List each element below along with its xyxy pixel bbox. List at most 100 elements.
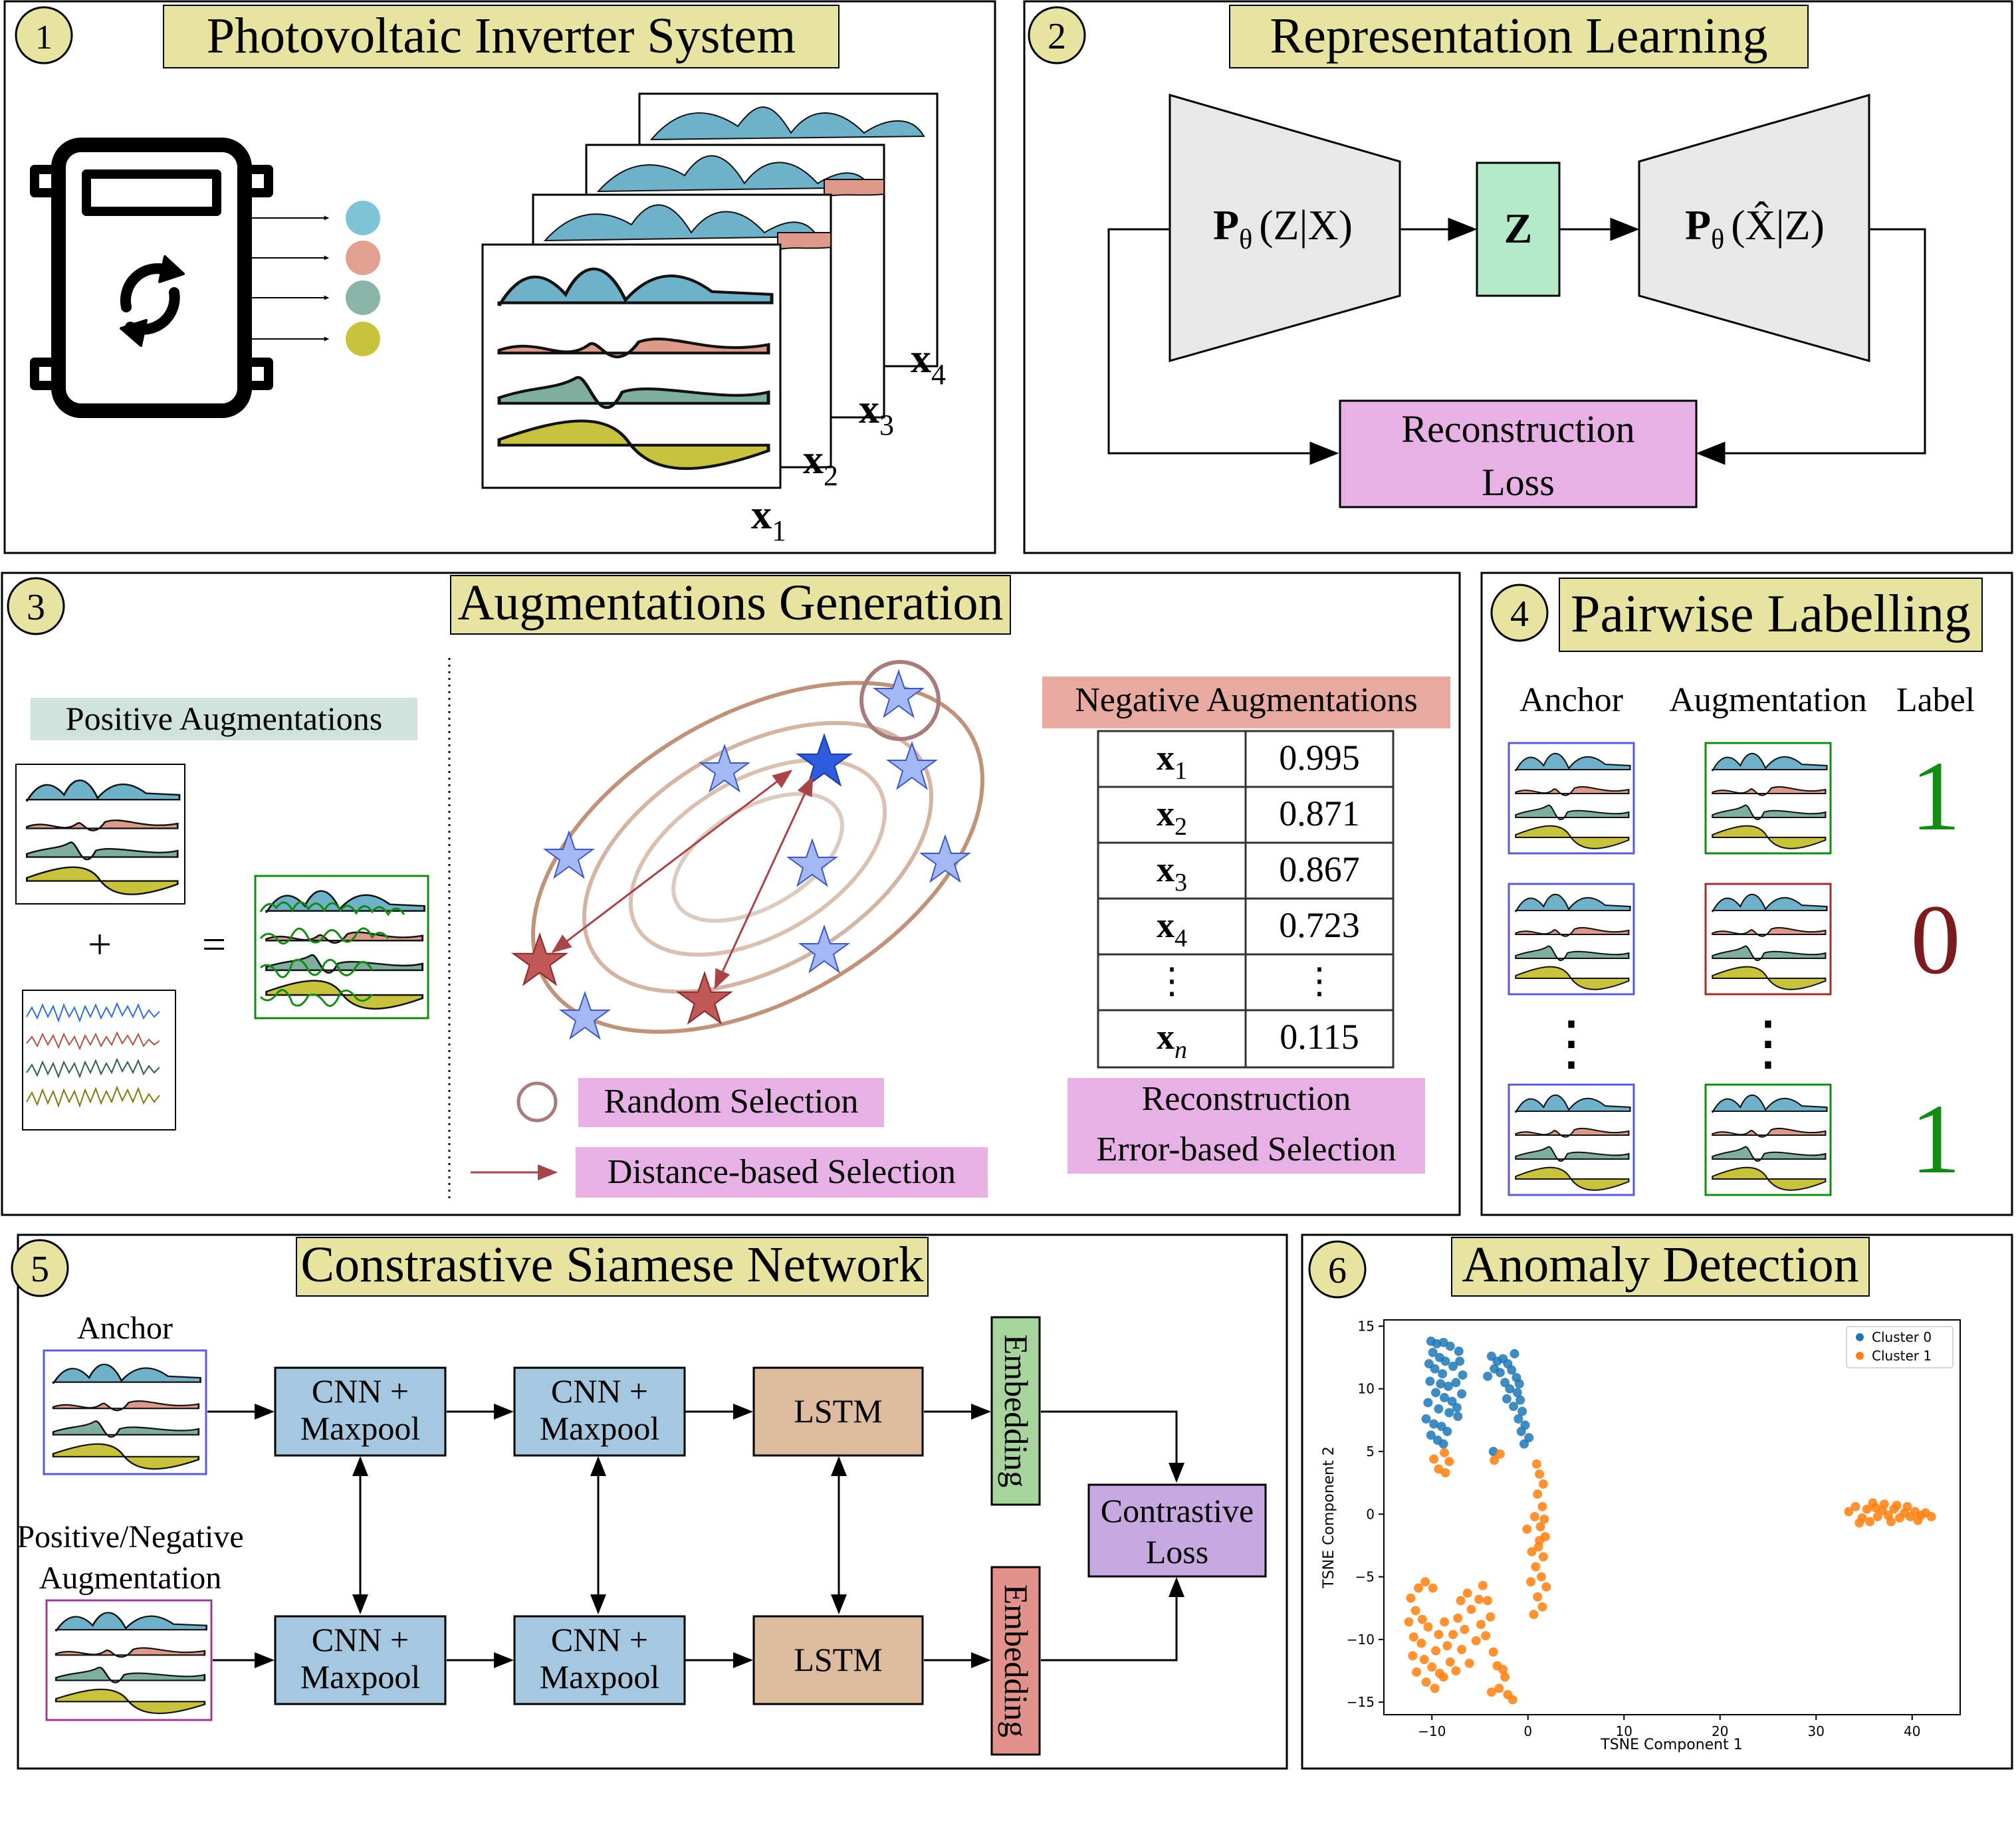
scatter-point-cluster-1: [1457, 1644, 1467, 1654]
table-row-value: 0.867: [1279, 849, 1360, 889]
col-label: Label: [1896, 681, 1975, 719]
scatter-point-cluster-0: [1430, 1364, 1440, 1374]
scatter-point-cluster-1: [1440, 1617, 1450, 1627]
scatter-point-cluster-0: [1509, 1402, 1519, 1412]
x4-label: x4: [911, 336, 946, 391]
x-tick-label: 0: [1523, 1723, 1532, 1739]
scatter-point-cluster-1: [1421, 1677, 1431, 1687]
aug-label-line1: Positive/Negative: [17, 1519, 243, 1555]
panel-4-title: Pairwise Labelling: [1571, 585, 1971, 643]
lstm-block-2: [752, 1615, 924, 1705]
random-legend-label: Random Selection: [604, 1083, 859, 1121]
panel-3: 3 Augmentations Generation Positive Augm…: [7, 575, 1450, 1202]
positive-label: Positive Augmentations: [66, 700, 382, 737]
encoder-label: Pθ(Z|X): [1213, 201, 1353, 255]
panel-3-title: Augmentations Generation: [457, 575, 1003, 631]
scatter-point-cluster-1: [1429, 1454, 1439, 1464]
scatter-point-cluster-0: [1440, 1392, 1450, 1402]
table-row-var: x1: [1157, 738, 1187, 785]
recon-loss-line1: Reconstruction: [1401, 407, 1634, 451]
cnn-block-line1: CNN +: [312, 1621, 409, 1658]
recon-selection-line1: Reconstruction: [1142, 1080, 1351, 1118]
panel-3-frame: [1, 572, 1461, 1216]
scatter-point-cluster-0: [1524, 1433, 1534, 1443]
panel-5-frame: [17, 1234, 1288, 1770]
x3-label: x3: [859, 387, 894, 441]
table-row-value: 0.723: [1279, 905, 1360, 945]
scatter-point-cluster-1: [1872, 1512, 1882, 1522]
scatter-point-cluster-1: [1913, 1515, 1923, 1525]
scatter-point-cluster-1: [1886, 1517, 1896, 1527]
scatter-point-cluster-1: [1412, 1667, 1422, 1677]
random-legend-bg: [578, 1078, 884, 1127]
table-row-var: xn: [1157, 1017, 1187, 1064]
scatter-point-cluster-1: [1471, 1636, 1481, 1646]
scatter-point-cluster-1: [1902, 1501, 1912, 1511]
y-tick-label: 15: [1358, 1318, 1375, 1334]
scatter-point-cluster-0: [1429, 1419, 1439, 1429]
scatter-point-cluster-1: [1844, 1507, 1854, 1517]
plus-sign: +: [88, 920, 112, 968]
positive-label-bg: [31, 698, 417, 740]
decoder-label: Pθ(X̂|Z): [1685, 201, 1825, 255]
scatter-point-cluster-1: [1537, 1501, 1547, 1511]
window-stack: [481, 92, 939, 489]
scatter-point-cluster-1: [1430, 1683, 1440, 1693]
scatter-point-cluster-1: [1466, 1604, 1476, 1614]
scatter-point-cluster-1: [1420, 1577, 1430, 1587]
scatter-point-cluster-1: [1862, 1504, 1872, 1514]
scatter-point-cluster-1: [1416, 1638, 1426, 1648]
scatter-point-cluster-1: [1428, 1583, 1438, 1593]
scatter-point-cluster-1: [1490, 1455, 1500, 1465]
scatter-point-cluster-1: [1444, 1457, 1454, 1467]
embedding-block-2: [990, 1566, 1041, 1756]
contrastive-loss-line1: Contrastive: [1101, 1492, 1254, 1529]
scatter-point-cluster-1: [1448, 1630, 1458, 1640]
random-selection-circle: [859, 660, 941, 741]
noise-waves: [26, 1002, 160, 1109]
scatter-point-cluster-0: [1434, 1404, 1444, 1414]
scatter-point-cluster-1: [1453, 1613, 1463, 1623]
cnn-block-2: [513, 1366, 686, 1457]
channel-dot-4: [346, 322, 380, 356]
scatter-point-cluster-1: [1488, 1647, 1498, 1657]
panel-1-title: Photovoltaic Inverter System: [207, 8, 796, 64]
red-stars: [511, 932, 733, 1025]
scatter-point-cluster-1: [1442, 1641, 1452, 1651]
scatter-point-cluster-1: [1527, 1547, 1537, 1557]
scatter-point-cluster-0: [1458, 1370, 1468, 1380]
pair-label-1: 1: [1911, 741, 1961, 851]
embedding-label: Embedding: [998, 1335, 1035, 1488]
table-row-value: 0.995: [1279, 738, 1360, 778]
blue-stars: [542, 669, 972, 1040]
scatter-point-cluster-1: [1529, 1610, 1539, 1620]
scatter-point-cluster-1: [1508, 1695, 1517, 1705]
scatter-point-cluster-1: [1535, 1522, 1545, 1532]
x1-label: x1: [751, 492, 786, 547]
contrastive-loss-box: [1087, 1483, 1267, 1578]
y-tick-label: 10: [1358, 1381, 1375, 1397]
scatter-point-cluster-1: [1500, 1672, 1510, 1682]
scatter-point-cluster-0: [1512, 1388, 1522, 1398]
scatter-point-cluster-1: [1535, 1469, 1545, 1479]
scatter-point-cluster-1: [1486, 1687, 1496, 1697]
legend: Cluster 0 Cluster 1: [1846, 1326, 1954, 1368]
scatter-point-cluster-1: [1478, 1580, 1488, 1590]
embedding-block-1: [990, 1316, 1041, 1506]
scatter-point-cluster-1: [1879, 1499, 1889, 1509]
scatter-point-cluster-1: [1870, 1503, 1880, 1513]
scatter-point-cluster-1: [1526, 1577, 1536, 1587]
table-row-value: 0.115: [1280, 1017, 1359, 1057]
scatter-point-cluster-0: [1453, 1412, 1463, 1422]
panel-5-title: Constrastive Siamese Network: [300, 1237, 923, 1293]
scatter-point-cluster-1: [1419, 1655, 1429, 1665]
scatter-point-cluster-0: [1500, 1378, 1510, 1388]
panel-3-number: 3: [27, 587, 45, 628]
cnn-block-line1: CNN +: [312, 1372, 409, 1410]
scatter-point-cluster-1: [1423, 1622, 1433, 1632]
panel-1: 1 Photovoltaic Inverter System: [15, 5, 946, 547]
scatter-point-cluster-1: [1495, 1449, 1505, 1459]
scatter-point-cluster-1: [1535, 1535, 1545, 1545]
scatter-point-cluster-1: [1538, 1479, 1548, 1489]
